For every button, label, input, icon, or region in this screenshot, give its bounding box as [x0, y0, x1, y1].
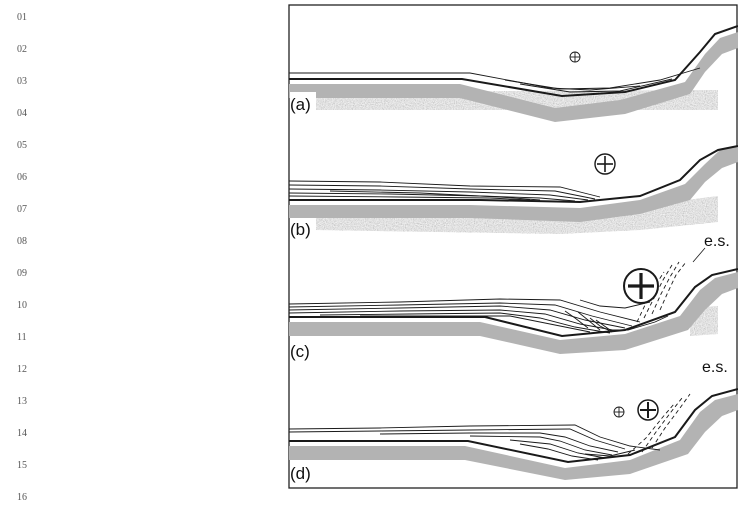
panel-label-c: (c): [290, 342, 310, 361]
panel-c: e.s. (c): [289, 233, 738, 361]
sediment-horizon: [520, 444, 598, 460]
large-plus-circle-icon: [624, 269, 658, 303]
panel-label-d: (d): [290, 464, 311, 483]
panel-label-b: (b): [290, 220, 311, 239]
escarpment-label: e.s.: [704, 233, 730, 250]
annotation-leader-line: [693, 248, 705, 262]
small-plus-circle-icon: [614, 407, 624, 417]
plus-circle-icon: [595, 154, 615, 174]
panel-d: e.s. (d): [289, 359, 738, 483]
escarpment-label: e.s.: [702, 359, 728, 376]
plus-circle-icon: [638, 400, 658, 420]
panel-a: (a): [289, 26, 738, 122]
panel-label-a: (a): [290, 95, 311, 114]
panel-b: (b): [289, 146, 738, 240]
sediment-horizon: [510, 440, 605, 458]
small-plus-circle-icon: [570, 52, 580, 62]
